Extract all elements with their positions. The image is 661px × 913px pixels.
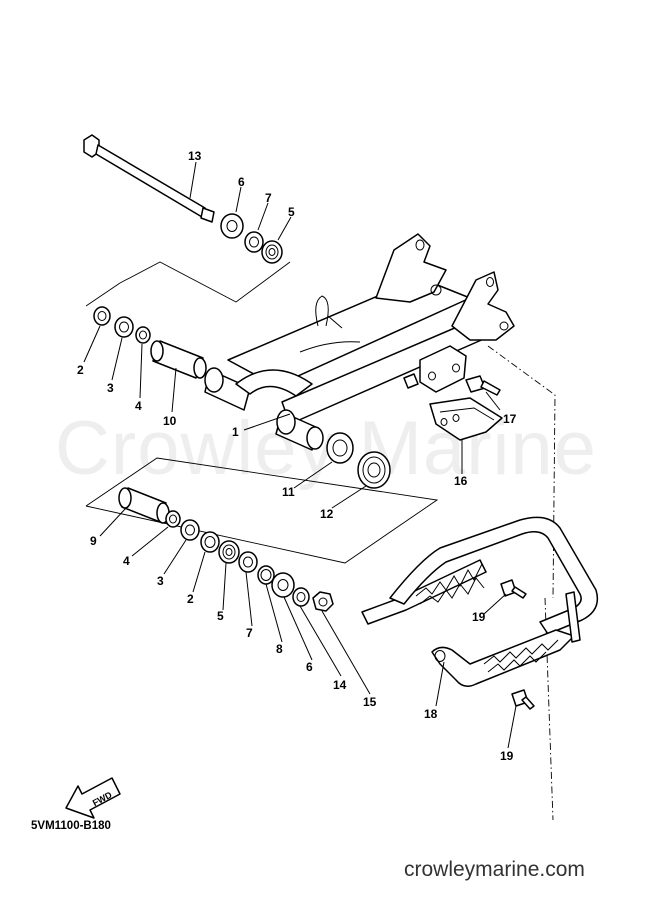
bolt-19-lower bbox=[511, 689, 535, 710]
callout-2-upper: 2 bbox=[77, 363, 84, 377]
dust-cover-12 bbox=[357, 451, 391, 489]
callout-5-upper: 5 bbox=[288, 205, 295, 219]
reference-code: 5VM1100-B180 bbox=[31, 820, 111, 832]
callout-4-upper: 4 bbox=[135, 399, 142, 413]
washer-4-upper bbox=[135, 326, 151, 344]
collar-10 bbox=[150, 340, 207, 379]
nut-15 bbox=[312, 591, 334, 612]
callout-19-upper: 19 bbox=[472, 610, 486, 624]
bolt-19-upper bbox=[500, 579, 527, 599]
website-footer: crowleymarine.com bbox=[404, 858, 585, 881]
swingarm-1 bbox=[204, 233, 515, 451]
footrest-guard-18 bbox=[361, 516, 599, 687]
collar-9 bbox=[118, 487, 170, 524]
chain-guide-16 bbox=[429, 397, 503, 441]
callout-6-upper: 6 bbox=[238, 175, 245, 189]
callout-15: 15 bbox=[363, 695, 377, 709]
seal-3-upper bbox=[114, 316, 134, 338]
oil-seal-5-lower bbox=[218, 540, 240, 564]
callout-18: 18 bbox=[424, 707, 438, 721]
bolt-17 bbox=[465, 375, 501, 396]
collar-6-upper bbox=[220, 213, 244, 239]
washer-14 bbox=[292, 587, 310, 607]
callout-2-lower: 2 bbox=[187, 592, 194, 606]
callout-19-lower: 19 bbox=[500, 749, 514, 763]
callout-13: 13 bbox=[188, 149, 202, 163]
upper-bearing-stack bbox=[220, 213, 283, 264]
callout-14: 14 bbox=[333, 678, 347, 692]
washer-7-upper bbox=[244, 231, 264, 253]
washer-8 bbox=[257, 565, 275, 585]
callout-9: 9 bbox=[90, 534, 97, 548]
callout-3-upper: 3 bbox=[107, 381, 114, 395]
callout-8: 8 bbox=[276, 642, 283, 656]
left-upper-bushing-stack bbox=[93, 306, 207, 379]
callout-11: 11 bbox=[282, 485, 295, 499]
callout-1: 1 bbox=[232, 425, 239, 439]
bearing-2-upper bbox=[93, 306, 111, 326]
pivot-shaft-13 bbox=[83, 134, 215, 223]
bearing-2-lower bbox=[200, 531, 220, 553]
callout-16: 16 bbox=[454, 474, 468, 488]
washer-4-lower bbox=[165, 510, 181, 528]
leader-lines bbox=[83, 161, 517, 749]
callout-numbers: 13 6 7 5 2 3 4 10 1 11 12 17 16 9 4 3 2 … bbox=[77, 149, 517, 763]
callout-3-lower: 3 bbox=[157, 574, 164, 588]
lower-bushing-stack bbox=[118, 487, 334, 612]
callout-6-lower: 6 bbox=[306, 660, 313, 674]
seal-11 bbox=[326, 432, 354, 464]
washer-7-lower bbox=[238, 551, 258, 573]
callout-12: 12 bbox=[320, 507, 334, 521]
callout-17: 17 bbox=[503, 412, 517, 426]
seal-3-lower bbox=[180, 519, 200, 541]
callout-4-lower: 4 bbox=[123, 554, 130, 568]
callout-10: 10 bbox=[163, 414, 177, 428]
callout-5-lower: 5 bbox=[217, 609, 224, 623]
oil-seal-5-upper bbox=[261, 240, 283, 264]
callout-7-upper: 7 bbox=[265, 191, 272, 205]
watermark: Crowley Marine bbox=[55, 406, 597, 491]
fwd-arrow-icon: FWD bbox=[65, 777, 121, 819]
collar-6-lower bbox=[271, 572, 295, 598]
callout-7-lower: 7 bbox=[246, 626, 253, 640]
